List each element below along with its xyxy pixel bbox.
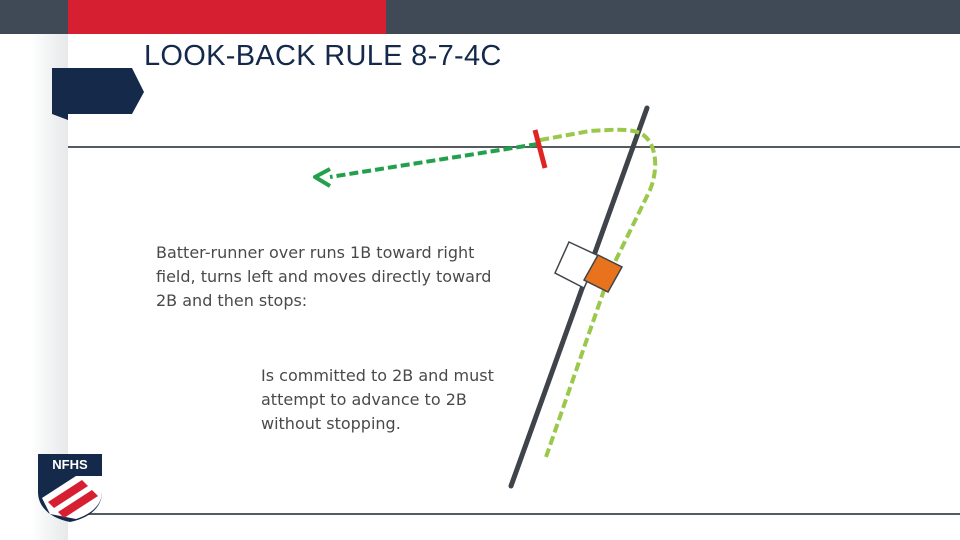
top-banner-accent [68, 0, 386, 34]
base-orange [582, 254, 624, 293]
runner-path-toward-2b [329, 142, 539, 179]
bottom-divider-line [68, 513, 960, 515]
ruling-text: Is committed to 2B and must attempt to a… [261, 366, 494, 433]
stop-marker [532, 129, 548, 169]
top-divider-line [68, 146, 960, 148]
runner-path-overrun [539, 127, 658, 458]
arrow-head-icon [313, 167, 332, 188]
play-description: Batter-runner over runs 1B toward right … [156, 243, 492, 310]
foul-line [508, 105, 650, 489]
logo-text: NFHS [52, 457, 88, 472]
nfhs-logo: NFHS [38, 454, 102, 522]
slide-title: LOOK-BACK RULE 8-7-4C [144, 40, 502, 72]
title-tab-marker [52, 68, 144, 120]
